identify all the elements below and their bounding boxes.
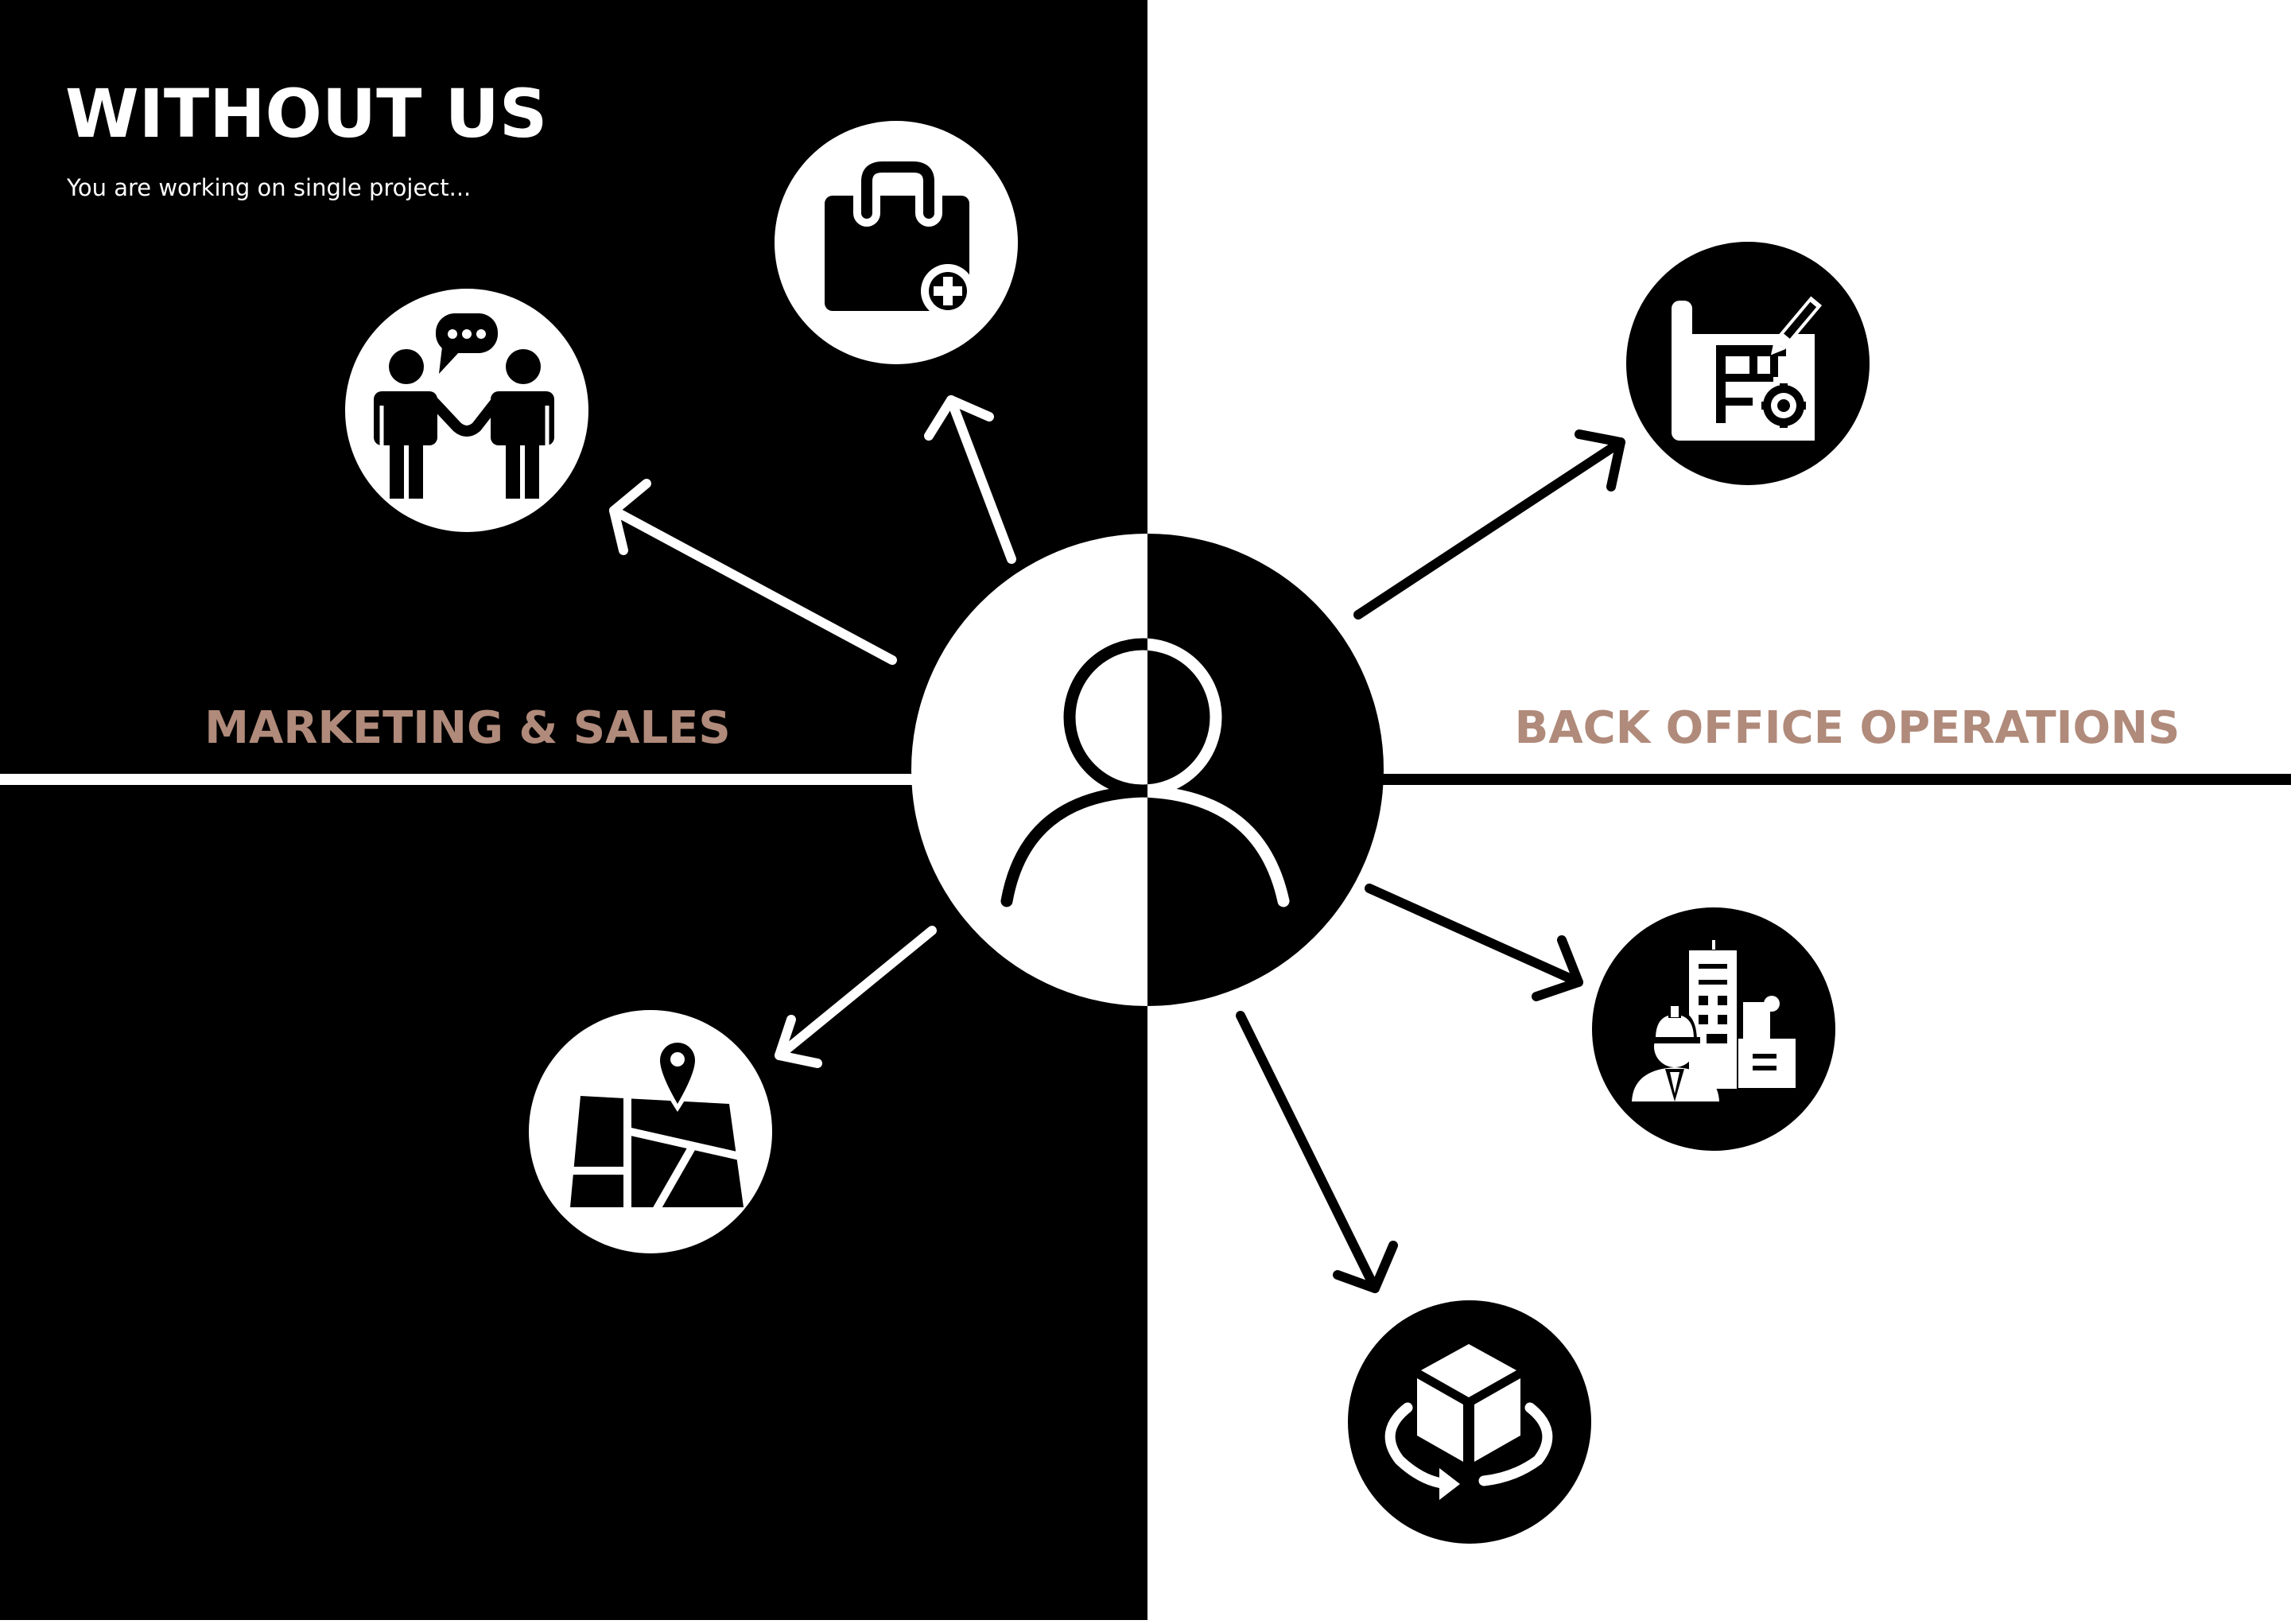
map-pin-icon: [570, 1035, 745, 1215]
arrow-to-planning: [1353, 429, 1625, 620]
user-icon: [1000, 638, 1290, 907]
arrow-to-construction: [1365, 884, 1583, 1001]
arrow-to-modeling: [1236, 1011, 1398, 1293]
node-construction: [1592, 907, 1835, 1151]
marketing-sales-label: MARKETING & SALES: [204, 702, 730, 754]
node-site-location: [529, 1010, 772, 1253]
back-office-label: BACK OFFICE OPERATIONS: [1515, 702, 2180, 754]
node-marketing-tools: [775, 121, 1018, 364]
node-modeling: [1348, 1300, 1591, 1544]
page-title: WITHOUT US: [65, 75, 547, 153]
node-planning: [1626, 242, 1870, 485]
arrow-to-marketing-tools: [924, 395, 1016, 564]
engineer-building-icon: [1632, 940, 1796, 1101]
page-subtitle: You are working on single project...: [66, 174, 471, 201]
blueprint-gear-icon: [1672, 296, 1823, 441]
node-client-meeting: [345, 289, 588, 532]
rotating-cube-icon: [1384, 1344, 1553, 1500]
arrow-to-site-location: [775, 926, 937, 1068]
arrow-to-client-meeting: [609, 479, 897, 665]
briefcase-plus-icon: [825, 153, 975, 318]
handshake-chat-icon: [374, 313, 554, 499]
center-user-node: [911, 534, 1384, 1006]
